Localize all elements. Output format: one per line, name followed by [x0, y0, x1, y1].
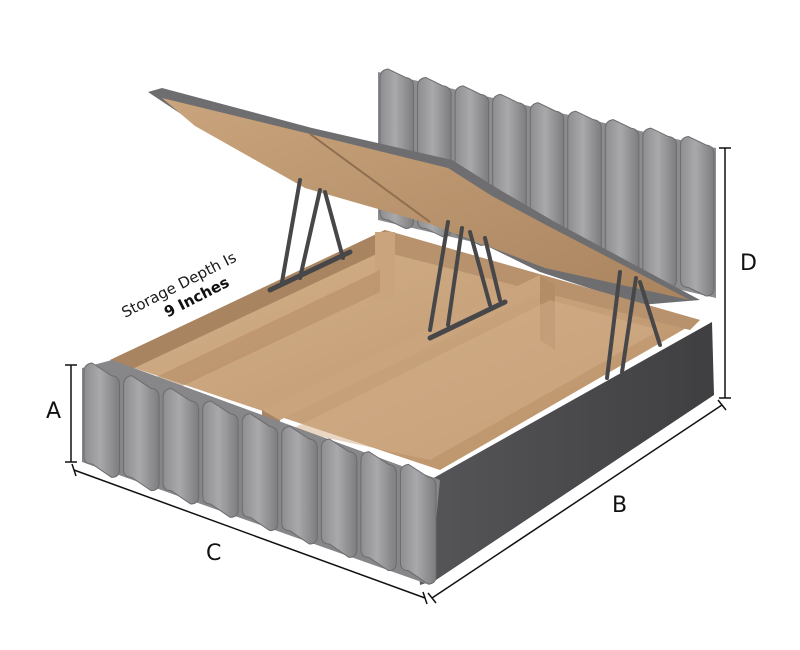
footboard-slat: [320, 438, 358, 558]
footboard-slat: [399, 463, 437, 585]
dimension-label-d: D: [740, 251, 757, 276]
dimension-label-c: C: [206, 541, 221, 566]
storage-lid: [148, 88, 700, 305]
footboard-slat: [241, 413, 279, 532]
footboard-slat: [162, 387, 200, 505]
footboard-slat: [281, 425, 318, 545]
dimension-label-b: B: [612, 493, 627, 518]
gas-lift-mechanisms: [267, 178, 662, 380]
footboard: [82, 360, 440, 585]
dimension-lines: [65, 147, 731, 605]
headboard-slat: [642, 127, 677, 289]
footboard-slat: [83, 362, 121, 478]
lid-seam: [309, 133, 431, 223]
dimension-label-a: A: [46, 399, 61, 424]
footboard-slat: [123, 375, 160, 492]
storage-compartment: [110, 230, 700, 470]
footboard-slat: [360, 451, 397, 572]
footboard-slat: [202, 400, 239, 518]
headboard-slat: [679, 136, 715, 297]
